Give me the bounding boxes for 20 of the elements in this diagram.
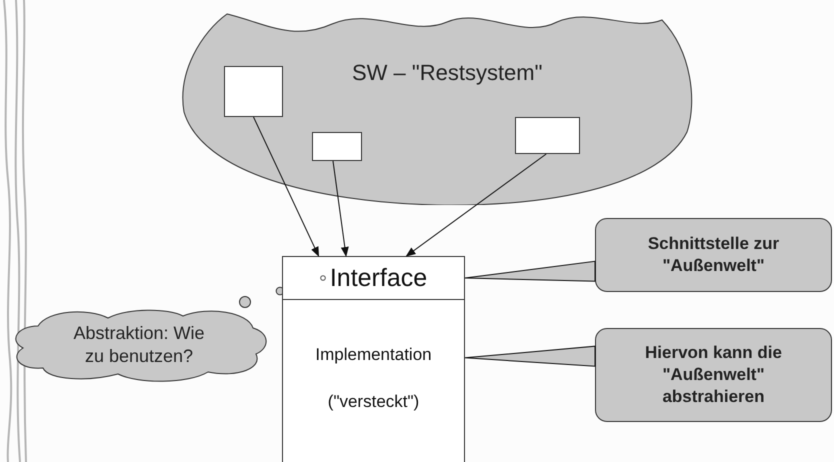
callout-text: Hiervon kann die "Außenwelt" abstrahieren (644, 342, 783, 408)
callout-box (595, 328, 832, 422)
arrow (406, 154, 547, 257)
interface-label: Interface (330, 266, 428, 290)
empty-box (312, 132, 362, 161)
empty-box (224, 66, 283, 117)
callout-box (595, 218, 832, 292)
thought-text: Abstraktion: Wie zu benutzen? (72, 322, 206, 368)
leader-line (464, 260, 596, 282)
leader-line (464, 346, 596, 367)
implementation-text: ("versteckt") (328, 393, 420, 410)
cloud-shape (182, 12, 695, 205)
arrow (332, 160, 349, 257)
empty-box (515, 117, 580, 154)
interface-compartment (282, 256, 465, 300)
implementation-compartment (282, 300, 465, 462)
callout-text: Schnittstelle zur "Außenwelt" (646, 232, 780, 277)
implementation-text: Implementation (315, 346, 432, 363)
arrow (253, 116, 320, 257)
cloud-title: SW – "Restsystem" (352, 62, 544, 84)
